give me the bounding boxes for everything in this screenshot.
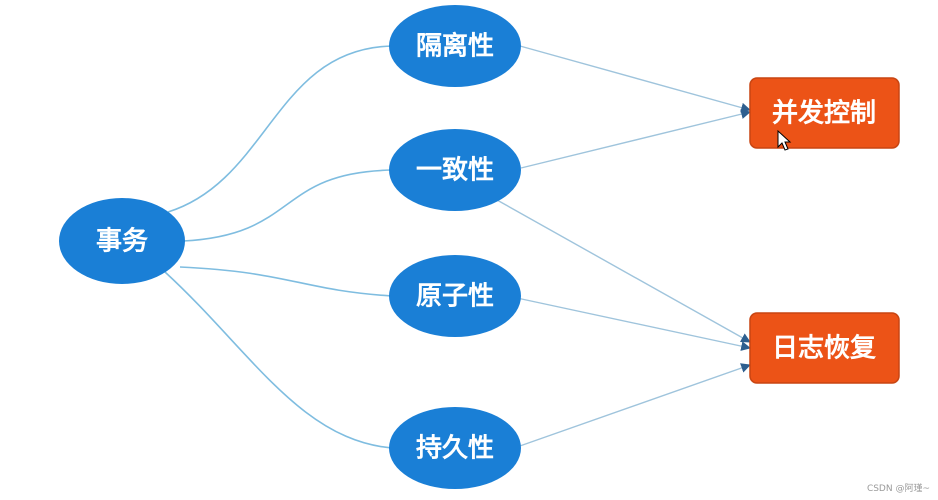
property-node-durability[interactable]: 持久性 — [389, 407, 521, 489]
property-node-shape — [389, 407, 521, 489]
arrow-consistency-concurrency — [520, 109, 751, 169]
root-node-shape — [59, 198, 185, 284]
root-node-label: 事务 — [96, 227, 148, 257]
curve-root-atomicity — [179, 266, 393, 297]
watermark: CSDN @阿瑾~ — [866, 484, 930, 494]
target-node-concurrency-control[interactable]: 并发控制 — [749, 77, 900, 149]
property-node-shape — [389, 5, 521, 87]
arrow-isolation-concurrency — [519, 45, 751, 113]
property-node-isolation[interactable]: 隔离性 — [389, 5, 521, 87]
property-node-label: 一致性 — [416, 155, 494, 186]
root-node[interactable]: 事务 — [59, 198, 185, 284]
property-node-shape — [389, 129, 521, 211]
property-node-label: 隔离性 — [416, 31, 494, 62]
target-node-label: 并发控制 — [772, 98, 876, 129]
arrow-durability-recovery — [516, 363, 751, 448]
arrow-atomicity-recovery — [516, 297, 751, 351]
target-node-log-recovery[interactable]: 日志恢复 — [749, 312, 900, 384]
property-node-shape — [389, 255, 521, 337]
target-node-shape — [749, 77, 900, 149]
curve-root-durability — [164, 271, 393, 449]
property-node-atomicity[interactable]: 原子性 — [389, 255, 521, 337]
property-node-consistency[interactable]: 一致性 — [389, 129, 521, 211]
target-node-label: 日志恢复 — [772, 334, 877, 364]
mouse-cursor-icon — [777, 129, 792, 151]
property-node-label: 原子性 — [416, 282, 494, 312]
curve-root-isolation — [167, 45, 394, 213]
target-node-shape — [749, 312, 900, 384]
curve-root-consistency — [182, 169, 394, 242]
property-node-label: 持久性 — [416, 434, 494, 464]
arrow-consistency-recovery — [496, 199, 751, 343]
